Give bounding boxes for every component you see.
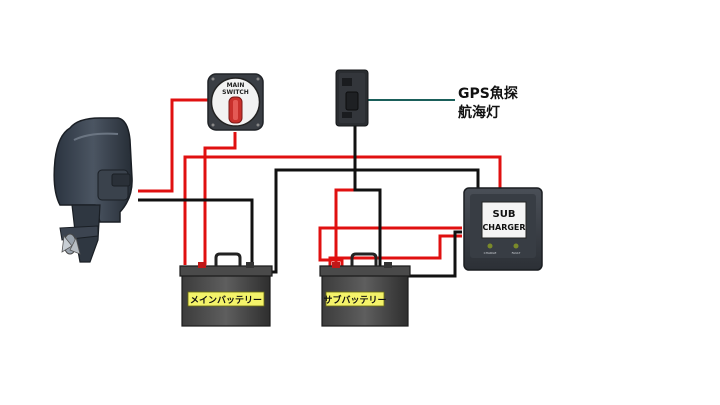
sub-charger: SUB CHARGER CHARGE FAULT bbox=[463, 187, 543, 271]
sub-battery-label: サブバッテリー bbox=[323, 294, 386, 306]
main-battery-label: メインバッテリー bbox=[190, 295, 262, 306]
circuit-breaker bbox=[335, 69, 369, 127]
wire-engine-ground-to-main-battery bbox=[138, 198, 254, 272]
charge-led-label: CHARGE bbox=[484, 251, 497, 255]
main-switch-label-line1: MAIN bbox=[227, 82, 245, 89]
breaker-toggle[interactable] bbox=[345, 91, 359, 111]
accessory-label-line2: 航海灯 bbox=[458, 104, 500, 121]
charge-led bbox=[487, 243, 493, 249]
outboard-engine bbox=[53, 117, 133, 263]
main-battery-label-box bbox=[187, 291, 265, 307]
wire-main-battery-to-charger bbox=[183, 155, 502, 265]
wire-charger-to-sub-battery-b bbox=[328, 234, 462, 266]
accessory-label-line1: GPS魚探 bbox=[458, 85, 518, 102]
sub-battery-label-box bbox=[325, 291, 385, 307]
wire-accessory-ground bbox=[353, 124, 382, 268]
sub-charger-label-line2: CHARGER bbox=[482, 223, 525, 232]
wire-charger-to-sub-battery-a bbox=[318, 226, 462, 266]
sub-battery: サブバッテリー bbox=[319, 252, 411, 327]
wire-main-switch-to-main-battery bbox=[203, 132, 237, 265]
main-switch: MAIN SWITCH bbox=[207, 73, 264, 131]
sub-charger-label-line1: SUB bbox=[493, 209, 516, 220]
wire-engine-to-main-switch bbox=[138, 98, 210, 193]
wires bbox=[138, 98, 502, 278]
main-battery: メインバッテリー bbox=[179, 252, 273, 327]
wire-accessory-to-sub-battery bbox=[334, 188, 355, 266]
fault-led bbox=[513, 243, 519, 249]
wire-charger-to-sub-battery-ground bbox=[400, 230, 462, 278]
main-switch-label-line2: SWITCH bbox=[222, 89, 249, 96]
wire-main-battery-to-charger-ground bbox=[266, 168, 480, 274]
fault-led-label: FAULT bbox=[512, 251, 521, 255]
